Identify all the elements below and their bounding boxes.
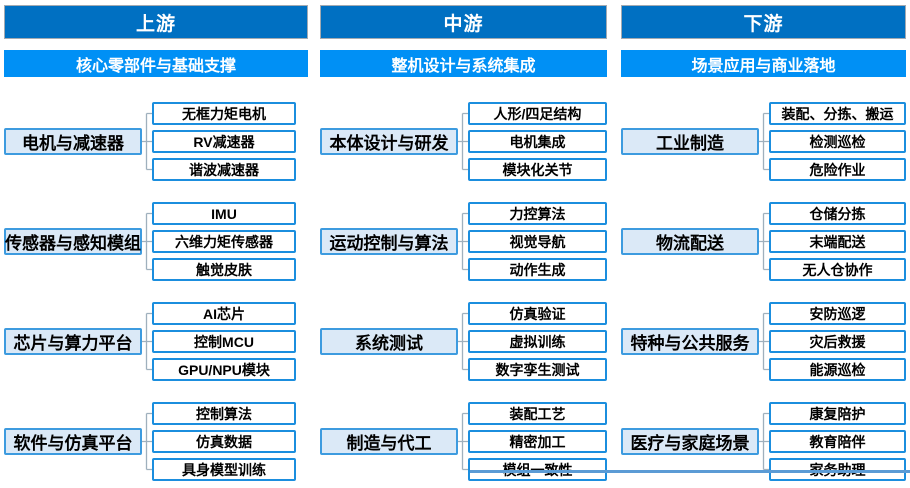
item-box: 无人仓协作 — [769, 258, 906, 281]
bracket-connector — [759, 112, 769, 171]
group-row: 系统测试 仿真验证 虚拟训练 数字孪生测试 — [320, 302, 607, 381]
item-box: GPU/NPU模块 — [152, 358, 296, 381]
item-box: 六维力矩传感器 — [152, 230, 296, 253]
bracket-connector — [458, 412, 468, 471]
column-midstream: 中游 整机设计与系统集成 本体设计与研发 人形/四足结构 电机集成 模块化关节 … — [320, 0, 607, 481]
item-box: 控制算法 — [152, 402, 296, 425]
item-box: AI芯片 — [152, 302, 296, 325]
bracket-connector — [458, 212, 468, 271]
group-rows: 本体设计与研发 人形/四足结构 电机集成 模块化关节 运动控制与算法 力控算法 … — [320, 77, 607, 481]
group-row: 电机与减速器 无框力矩电机 RV减速器 谐波减速器 — [4, 102, 296, 181]
group-box: 传感器与感知模组 — [4, 228, 142, 255]
item-list: 装配工艺 精密加工 模组一致性 — [468, 402, 607, 481]
group-rows: 工业制造 装配、分拣、搬运 检测巡检 危险作业 物流配送 仓储分拣 末端配送 — [621, 77, 906, 481]
item-box: 触觉皮肤 — [152, 258, 296, 281]
item-box: 虚拟训练 — [468, 330, 607, 353]
item-box: 视觉导航 — [468, 230, 607, 253]
bracket-connector — [759, 412, 769, 471]
group-box: 特种与公共服务 — [621, 328, 759, 355]
item-box: 数字孪生测试 — [468, 358, 607, 381]
item-box: 电机集成 — [468, 130, 607, 153]
bracket-connector — [458, 112, 468, 171]
header-banner: 上游 — [4, 5, 308, 39]
item-box: IMU — [152, 202, 296, 225]
item-list: 装配、分拣、搬运 检测巡检 危险作业 — [769, 102, 906, 181]
group-box: 工业制造 — [621, 128, 759, 155]
item-list: 控制算法 仿真数据 具身模型训练 — [152, 402, 296, 481]
item-box: 动作生成 — [468, 258, 607, 281]
item-box: 康复陪护 — [769, 402, 906, 425]
bracket-connector — [142, 412, 152, 471]
item-box: 灾后救援 — [769, 330, 906, 353]
item-box: 仿真数据 — [152, 430, 296, 453]
item-box: 模组一致性 — [468, 458, 607, 481]
group-box: 本体设计与研发 — [320, 128, 458, 155]
group-row: 特种与公共服务 安防巡逻 灾后救援 能源巡检 — [621, 302, 906, 381]
subheader-banner: 核心零部件与基础支撑 — [4, 50, 308, 77]
bracket-connector — [759, 212, 769, 271]
item-box: 仓储分拣 — [769, 202, 906, 225]
item-box: RV减速器 — [152, 130, 296, 153]
group-box: 芯片与算力平台 — [4, 328, 142, 355]
column-downstream: 下游 场景应用与商业落地 工业制造 装配、分拣、搬运 检测巡检 危险作业 物流配… — [621, 0, 906, 481]
bracket-connector — [142, 312, 152, 371]
group-row: 工业制造 装配、分拣、搬运 检测巡检 危险作业 — [621, 102, 906, 181]
group-box: 制造与代工 — [320, 428, 458, 455]
header-banner: 下游 — [621, 5, 906, 39]
item-box: 检测巡检 — [769, 130, 906, 153]
item-box: 仿真验证 — [468, 302, 607, 325]
footer-divider-line — [470, 470, 910, 473]
item-box: 家务助理 — [769, 458, 906, 481]
bracket-connector — [142, 112, 152, 171]
item-box: 无框力矩电机 — [152, 102, 296, 125]
group-box: 系统测试 — [320, 328, 458, 355]
group-row: 软件与仿真平台 控制算法 仿真数据 具身模型训练 — [4, 402, 296, 481]
item-box: 装配、分拣、搬运 — [769, 102, 906, 125]
group-box: 软件与仿真平台 — [4, 428, 142, 455]
group-box: 运动控制与算法 — [320, 228, 458, 255]
group-box: 物流配送 — [621, 228, 759, 255]
item-box: 模块化关节 — [468, 158, 607, 181]
item-box: 安防巡逻 — [769, 302, 906, 325]
item-box: 力控算法 — [468, 202, 607, 225]
item-box: 人形/四足结构 — [468, 102, 607, 125]
item-list: AI芯片 控制MCU GPU/NPU模块 — [152, 302, 296, 381]
group-row: 本体设计与研发 人形/四足结构 电机集成 模块化关节 — [320, 102, 607, 181]
group-row: 传感器与感知模组 IMU 六维力矩传感器 触觉皮肤 — [4, 202, 296, 281]
item-list: 康复陪护 教育陪伴 家务助理 — [769, 402, 906, 481]
group-row: 医疗与家庭场景 康复陪护 教育陪伴 家务助理 — [621, 402, 906, 481]
header-banner: 中游 — [320, 5, 607, 39]
bracket-connector — [458, 312, 468, 371]
group-row: 运动控制与算法 力控算法 视觉导航 动作生成 — [320, 202, 607, 281]
item-box: 教育陪伴 — [769, 430, 906, 453]
group-row: 芯片与算力平台 AI芯片 控制MCU GPU/NPU模块 — [4, 302, 296, 381]
column-upstream: 上游 核心零部件与基础支撑 电机与减速器 无框力矩电机 RV减速器 谐波减速器 … — [4, 0, 308, 481]
item-list: 安防巡逻 灾后救援 能源巡检 — [769, 302, 906, 381]
item-box: 谐波减速器 — [152, 158, 296, 181]
subheader-banner: 整机设计与系统集成 — [320, 50, 607, 77]
item-box: 危险作业 — [769, 158, 906, 181]
group-row: 制造与代工 装配工艺 精密加工 模组一致性 — [320, 402, 607, 481]
group-box: 电机与减速器 — [4, 128, 142, 155]
item-list: 无框力矩电机 RV减速器 谐波减速器 — [152, 102, 296, 181]
group-box: 医疗与家庭场景 — [621, 428, 759, 455]
item-box: 具身模型训练 — [152, 458, 296, 481]
item-list: 仿真验证 虚拟训练 数字孪生测试 — [468, 302, 607, 381]
item-list: IMU 六维力矩传感器 触觉皮肤 — [152, 202, 296, 281]
bracket-connector — [759, 312, 769, 371]
subheader-banner: 场景应用与商业落地 — [621, 50, 906, 77]
bracket-connector — [142, 212, 152, 271]
item-box: 末端配送 — [769, 230, 906, 253]
item-list: 人形/四足结构 电机集成 模块化关节 — [468, 102, 607, 181]
item-box: 控制MCU — [152, 330, 296, 353]
group-rows: 电机与减速器 无框力矩电机 RV减速器 谐波减速器 传感器与感知模组 IMU 六… — [4, 77, 308, 481]
item-list: 仓储分拣 末端配送 无人仓协作 — [769, 202, 906, 281]
item-box: 装配工艺 — [468, 402, 607, 425]
item-box: 能源巡检 — [769, 358, 906, 381]
group-row: 物流配送 仓储分拣 末端配送 无人仓协作 — [621, 202, 906, 281]
item-box: 精密加工 — [468, 430, 607, 453]
item-list: 力控算法 视觉导航 动作生成 — [468, 202, 607, 281]
